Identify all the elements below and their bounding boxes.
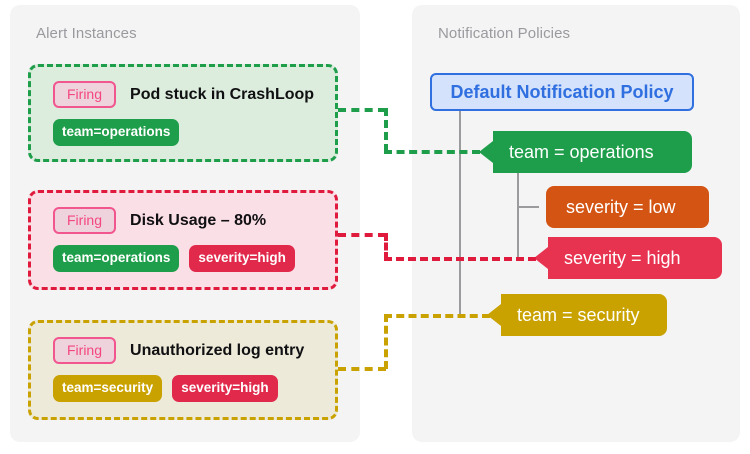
connector-segment (384, 314, 490, 318)
alert-header-row: Firing Pod stuck in CrashLoop (53, 81, 325, 108)
alert-label-chip[interactable]: team=operations (53, 119, 180, 146)
policy-node-team-operations[interactable]: team = operations (479, 131, 692, 173)
alert-instances-title: Alert Instances (36, 25, 137, 42)
status-badge-firing: Firing (53, 81, 117, 108)
connector-segment (338, 233, 386, 237)
alert-label-chip[interactable]: team=security (53, 375, 163, 402)
alert-label-chip[interactable]: severity=high (172, 375, 278, 402)
alert-labels-row: team=operations (53, 119, 325, 146)
status-badge-firing: Firing (53, 207, 117, 234)
connector-segment (384, 150, 480, 154)
notification-policies-title: Notification Policies (438, 25, 571, 42)
status-badge-firing: Firing (53, 337, 117, 364)
alert-name: Unauthorized log entry (130, 341, 305, 359)
alert-labels-row: team=operations severity=high (53, 245, 325, 272)
alert-header-row: Firing Disk Usage – 80% (53, 207, 325, 234)
alert-instance-card-2[interactable]: Firing Disk Usage – 80% team=operations … (28, 190, 338, 290)
policy-node-team-security[interactable]: team = security (487, 294, 667, 336)
policy-node-severity-low[interactable]: severity = low (546, 186, 709, 228)
alert-label-chip[interactable]: severity=high (189, 245, 295, 272)
connector-segment (338, 108, 386, 112)
alert-labels-row: team=security severity=high (53, 375, 325, 402)
tree-trunk-line (459, 111, 461, 317)
connector-segment (384, 314, 388, 369)
connector-segment (338, 367, 386, 371)
alert-name: Pod stuck in CrashLoop (130, 85, 315, 103)
policy-node-severity-high[interactable]: severity = high (534, 237, 722, 279)
tree-branch-line (517, 160, 519, 260)
tree-branch-stub-line (517, 206, 539, 208)
connector-segment (384, 233, 388, 260)
alert-instance-card-1[interactable]: Firing Pod stuck in CrashLoop team=opera… (28, 64, 338, 162)
connector-segment (384, 257, 536, 261)
alert-header-row: Firing Unauthorized log entry (53, 337, 325, 364)
alert-label-chip[interactable]: team=operations (53, 245, 180, 272)
default-notification-policy-node[interactable]: Default Notification Policy (430, 73, 694, 111)
alert-instance-card-3[interactable]: Firing Unauthorized log entry team=secur… (28, 320, 338, 420)
connector-segment (384, 108, 388, 152)
alert-name: Disk Usage – 80% (130, 211, 267, 229)
